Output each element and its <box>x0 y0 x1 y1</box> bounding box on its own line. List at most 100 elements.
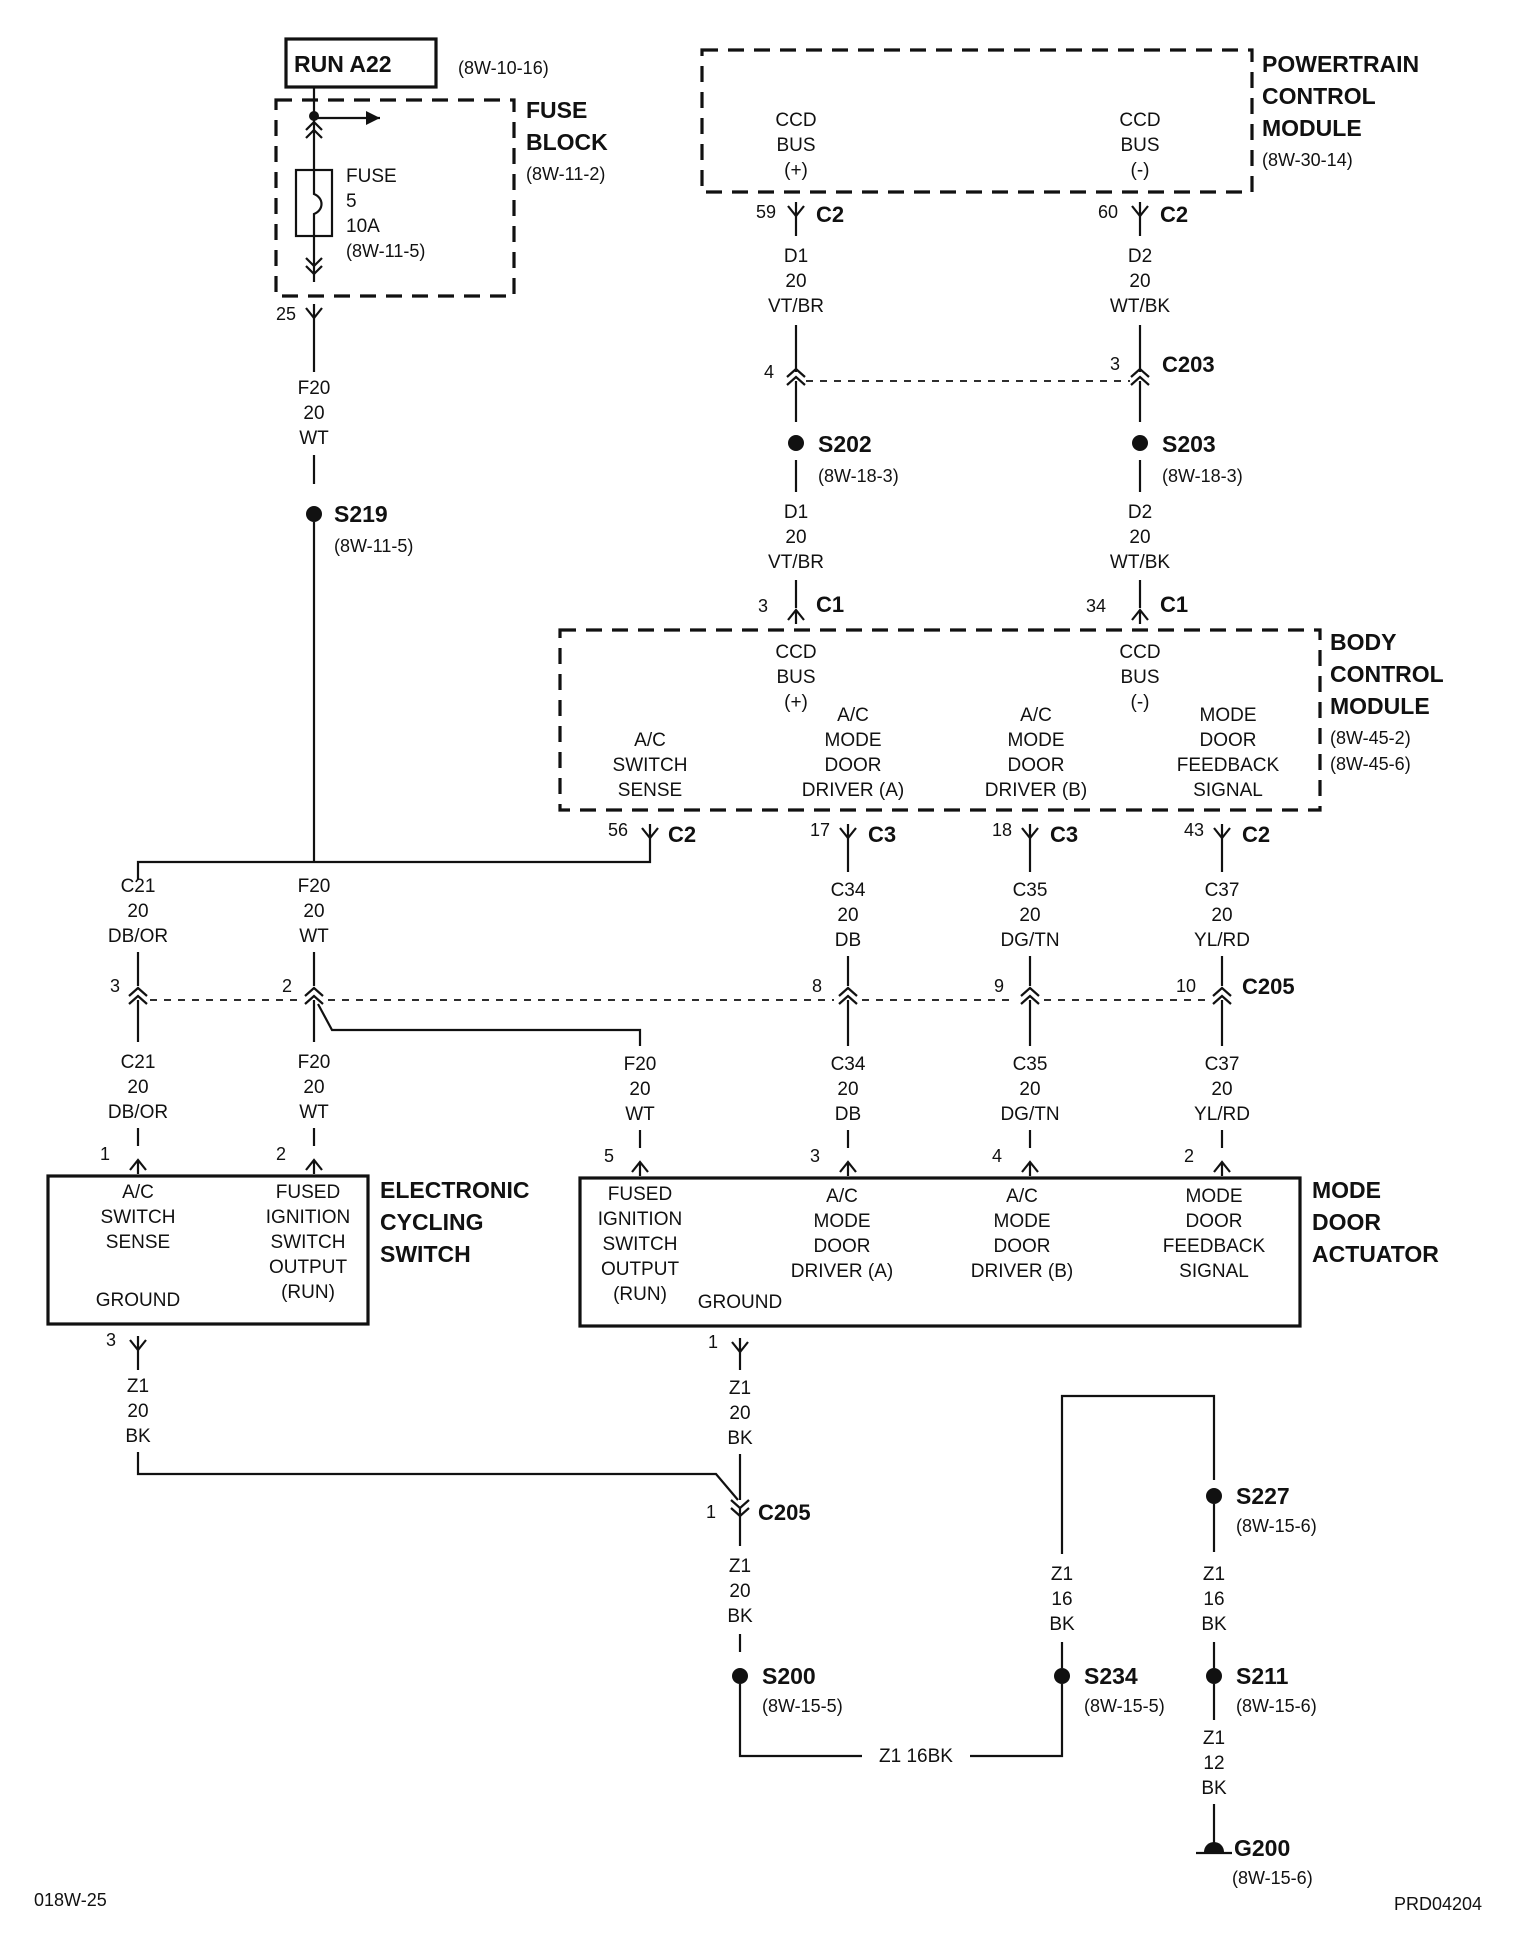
body-control-module: 3 C1 34 C1 BODY CONTROL MODULE (8W-45-2)… <box>558 592 1444 847</box>
bcm-bus-neg-1: CCD <box>1119 642 1160 663</box>
splice-s202-name: S202 <box>818 431 872 457</box>
wire-z1-ecs-1: Z1 <box>127 1376 149 1397</box>
wire-c35-up-3: DG/TN <box>1000 930 1059 951</box>
wire-c35-lo-2: 20 <box>1019 1079 1040 1100</box>
mda-fiso-5: (RUN) <box>613 1284 667 1305</box>
bcm-mda-1: A/C <box>837 705 869 726</box>
bcm-acss-3: SENSE <box>618 780 682 801</box>
bcm-mdb-4: DRIVER (B) <box>985 780 1087 801</box>
ecs-title-1: ELECTRONIC <box>380 1177 530 1203</box>
splice-s211-name: S211 <box>1236 1663 1289 1689</box>
ecs-acss-2: SWITCH <box>101 1207 176 1228</box>
mda-mdb-4: DRIVER (B) <box>971 1261 1073 1282</box>
mda-pin-2-connector-icon <box>1212 1160 1232 1178</box>
bcm-out-56-connector-icon <box>640 822 660 840</box>
ecs-fiso-4: OUTPUT <box>269 1257 348 1278</box>
c205-pin-8: 8 <box>812 976 822 996</box>
arrow-right-icon <box>366 111 380 125</box>
mda-pin-4: 4 <box>992 1146 1002 1166</box>
bcm-out-18-connector-icon <box>1020 822 1040 840</box>
bcm-out-56-conn: C2 <box>668 822 696 847</box>
mda-fb-4: SIGNAL <box>1179 1261 1249 1282</box>
splice-s203-dot <box>1132 435 1148 451</box>
bcm-bus-pos-3: (+) <box>784 692 808 713</box>
mda-outline <box>578 1176 1302 1328</box>
powertrain-control-module: POWERTRAIN CONTROL MODULE (8W-30-14) CCD… <box>700 48 1419 227</box>
wire-f20-up-2: 20 <box>303 901 324 922</box>
splice-s203-name: S203 <box>1162 431 1216 457</box>
mda-title-1: MODE <box>1312 1177 1381 1203</box>
wire-f20-up-1: F20 <box>298 876 331 897</box>
fuse-block-title-1: FUSE <box>526 97 587 123</box>
splice-s211-dot <box>1206 1668 1222 1684</box>
pcm-pin-pos: 59 <box>756 202 776 222</box>
splice-s227-dot <box>1206 1488 1222 1504</box>
wire-d1-bot-2: 20 <box>785 527 806 548</box>
wire-c34-lo-1: C34 <box>831 1054 866 1075</box>
fuse-label-3: 10A <box>346 216 380 237</box>
ecs-ground-connector-icon <box>128 1334 148 1352</box>
fuse-label-2: 5 <box>346 191 357 212</box>
splice-s200-dot <box>732 1668 748 1684</box>
ground-icon <box>1204 1842 1224 1852</box>
bcm-bus-neg-2: BUS <box>1120 667 1159 688</box>
c205-pin-2: 2 <box>282 976 292 996</box>
pcm-c2-neg-connector-icon <box>1130 200 1150 218</box>
pcm-conn-pos: C2 <box>816 202 844 227</box>
mda-fiso-2: IGNITION <box>598 1209 682 1230</box>
bcm-outline <box>558 628 1322 812</box>
mda-mdb-3: DOOR <box>994 1236 1051 1257</box>
bcm-mda-4: DRIVER (A) <box>802 780 904 801</box>
wire-c21-up-1: C21 <box>121 876 156 897</box>
bcm-fb-1: MODE <box>1200 705 1257 726</box>
wire-c37-lo-2: 20 <box>1211 1079 1232 1100</box>
pcm-bus-pos-1: CCD <box>775 110 816 131</box>
bcm-acss-2: SWITCH <box>613 755 688 776</box>
c203-name: C203 <box>1162 352 1215 377</box>
wire-d2-bot-1: D2 <box>1128 502 1152 523</box>
wire-c37-up-2: 20 <box>1211 905 1232 926</box>
wire-z1-g200-2: 12 <box>1203 1753 1224 1774</box>
splice-s200-ref: (8W-15-5) <box>762 1696 843 1716</box>
ecs-outline <box>46 1174 370 1326</box>
wire-z1-s227-3: BK <box>1201 1614 1227 1635</box>
bcm-c1-neg-connector-icon <box>1130 608 1150 626</box>
ecs-fiso-5: (RUN) <box>281 1282 335 1303</box>
ecs-acss-1: A/C <box>122 1182 154 1203</box>
wire-c34-up-1: C34 <box>831 880 866 901</box>
c205-pin-10: 10 <box>1176 976 1196 996</box>
electronic-cycling-switch: 1 2 ELECTRONIC CYCLING SWITCH A/C SWITCH… <box>46 1144 530 1352</box>
fuse-block-title-2: BLOCK <box>526 129 608 155</box>
splice-s211-ref: (8W-15-6) <box>1236 1696 1317 1716</box>
ground-g200-name: G200 <box>1234 1835 1290 1861</box>
wire-d2-top-3: WT/BK <box>1110 296 1170 317</box>
fuse-block: RUN A22 (8W-10-16) FUSE BLOCK (8W-11-2) … <box>274 37 608 324</box>
ground-g200-ref: (8W-15-6) <box>1232 1868 1313 1888</box>
c203-pin-a: 4 <box>764 362 774 382</box>
bcm-title-3: MODULE <box>1330 693 1430 719</box>
splice-s202-dot <box>788 435 804 451</box>
run-a22-box <box>284 37 438 89</box>
mda-mda-3: DOOR <box>814 1236 871 1257</box>
wire-c21-lo-3: DB/OR <box>108 1102 168 1123</box>
mda-mda-1: A/C <box>826 1186 858 1207</box>
ecs-fiso-2: IGNITION <box>266 1207 350 1228</box>
c205-middle-name: C205 <box>1242 974 1295 999</box>
c203-pin-b: 3 <box>1110 354 1120 374</box>
ecs-pin-2-connector-icon <box>304 1158 324 1176</box>
wire-c21-lo-2: 20 <box>127 1077 148 1098</box>
pcm-title-1: POWERTRAIN <box>1262 51 1419 77</box>
pcm-bus-neg-2: BUS <box>1120 135 1159 156</box>
wire-c35-lo-3: DG/TN <box>1000 1104 1059 1125</box>
wire-c37-up-3: YL/RD <box>1194 930 1250 951</box>
c205-lower-pin: 1 <box>706 1502 716 1522</box>
wire-c34-lo-2: 20 <box>837 1079 858 1100</box>
wire-c34-lo-3: DB <box>835 1104 861 1125</box>
wire-f20-lo-1: F20 <box>298 1052 331 1073</box>
mda-pin-3: 3 <box>810 1146 820 1166</box>
ecs-ground: GROUND <box>96 1290 180 1311</box>
ecs-acss-3: SENSE <box>106 1232 170 1253</box>
splice-s234-dot <box>1054 1668 1070 1684</box>
fuse-label-4: (8W-11-5) <box>346 241 425 261</box>
mda-title-3: ACTUATOR <box>1312 1241 1439 1267</box>
